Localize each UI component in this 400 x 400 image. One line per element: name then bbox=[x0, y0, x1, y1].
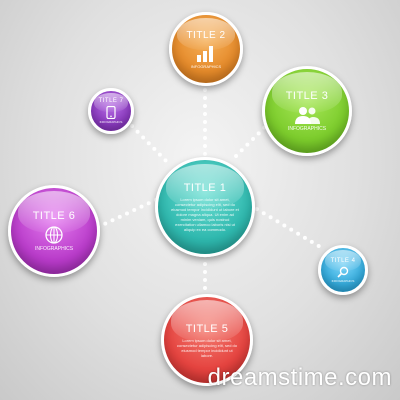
connector-title3 bbox=[230, 120, 272, 162]
node-title-1-body: Lorem ipsum dolor sit amet, consectetur … bbox=[171, 197, 239, 232]
node-title-2-title: TITLE 2 bbox=[186, 29, 226, 41]
phone-icon bbox=[106, 106, 116, 119]
connector-title7 bbox=[130, 124, 172, 167]
node-title-5-body: Lorem ipsum dolor sit amet, consectetur … bbox=[176, 337, 238, 358]
node-title-1-title: TITLE 1 bbox=[183, 182, 227, 194]
people-icon bbox=[295, 107, 320, 124]
node-title-4[interactable]: TITLE 4 INFOGRAPHICS bbox=[318, 245, 368, 295]
node-title-4-title: TITLE 4 bbox=[330, 257, 356, 264]
node-title-5[interactable]: TITLE 5 Lorem ipsum dolor sit amet, cons… bbox=[161, 294, 253, 386]
node-title-3[interactable]: TITLE 3 INFOGRAPHICS bbox=[262, 66, 352, 156]
magnifier-icon bbox=[337, 266, 349, 278]
node-title-2[interactable]: TITLE 2 INFOGRAPHICS bbox=[169, 12, 243, 86]
node-title-6-subtitle: INFOGRAPHICS bbox=[34, 246, 74, 252]
node-title-4-subtitle: INFOGRAPHICS bbox=[331, 278, 355, 283]
connector-title4 bbox=[248, 203, 324, 250]
node-title-3-subtitle: INFOGRAPHICS bbox=[287, 126, 327, 132]
node-title-7-title: TITLE 7 bbox=[98, 98, 124, 104]
node-title-7[interactable]: TITLE 7 INFOGRAPHICS bbox=[88, 88, 134, 134]
connector-title6 bbox=[96, 196, 162, 229]
globe-icon bbox=[45, 226, 63, 244]
node-title-5-title: TITLE 5 bbox=[185, 322, 229, 335]
node-title-3-title: TITLE 3 bbox=[285, 90, 329, 102]
node-title-2-subtitle: INFOGRAPHICS bbox=[190, 63, 222, 69]
node-title-6-title: TITLE 6 bbox=[32, 210, 76, 222]
node-title-1[interactable]: TITLE 1 Lorem ipsum dolor sit amet, cons… bbox=[155, 157, 255, 257]
watermark: dreamstime.com bbox=[207, 364, 392, 391]
bar-chart-icon bbox=[197, 45, 213, 62]
node-title-7-subtitle: INFOGRAPHICS bbox=[99, 120, 123, 124]
node-title-6[interactable]: TITLE 6 INFOGRAPHICS bbox=[8, 185, 100, 277]
